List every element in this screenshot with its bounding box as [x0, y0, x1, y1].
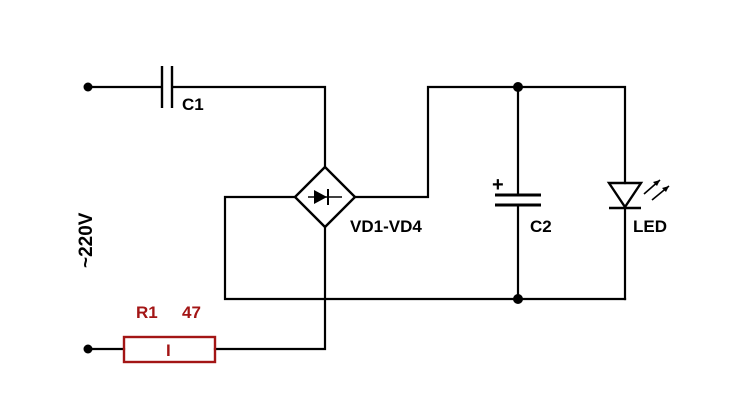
label-bridge: VD1-VD4 [350, 217, 422, 236]
wire-bridge-to-resistor [213, 225, 327, 351]
wire-input-top [83, 82, 162, 92]
label-c2: C2 [530, 217, 552, 236]
electrolytic-capacitor-icon [495, 193, 541, 207]
resistor-mark: I [166, 341, 171, 360]
wire-c1-to-bridge [172, 85, 327, 169]
terminal-bottom-dot [83, 344, 93, 354]
label-c1: C1 [182, 95, 204, 114]
wire-top-rail [353, 85, 627, 199]
diode-bridge-vd1-vd4: VD1-VD4 [293, 165, 422, 236]
led-icon [606, 179, 670, 301]
led-component: LED [606, 179, 670, 301]
terminal-top-dot [83, 82, 93, 92]
resistor-r1: I R1 47 [122, 303, 217, 364]
capacitor-icon [160, 66, 174, 108]
label-supply: ~220V [76, 212, 97, 268]
capacitor-c1: C1 [160, 66, 204, 114]
label-led: LED [633, 217, 667, 236]
junction-top [513, 82, 523, 92]
wire-bottom-rail [223, 195, 627, 301]
light-arrows-icon [643, 179, 670, 201]
label-polarity: + [492, 174, 504, 196]
junction-bottom [513, 294, 523, 304]
diode-bridge-icon [293, 165, 357, 229]
resistor-icon [122, 335, 217, 364]
label-r1: R1 [136, 303, 158, 322]
wire-input-bottom [83, 344, 126, 354]
label-r1-value: 47 [182, 303, 201, 322]
capacitor-c2: + C2 [492, 82, 552, 304]
